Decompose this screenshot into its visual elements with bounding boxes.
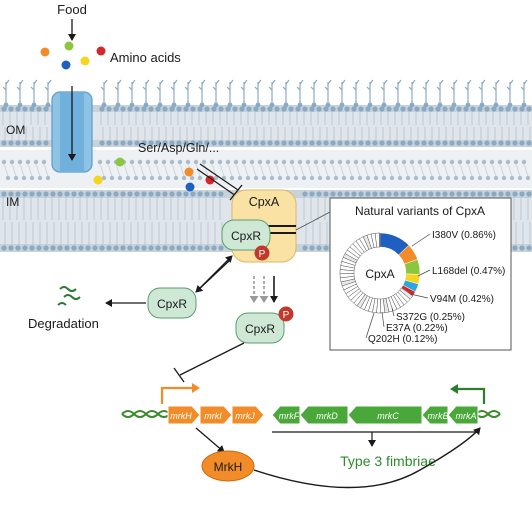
cpxa-to-cpxr-arrow bbox=[195, 259, 231, 293]
gene-label: mrkH bbox=[170, 411, 192, 421]
mrkh-activation-arrow bbox=[253, 427, 481, 489]
amino-dot bbox=[93, 175, 103, 185]
gene-arrow bbox=[271, 405, 301, 425]
type3-fimbriae-label: Type 3 fimbriae bbox=[340, 453, 436, 469]
amino-dot bbox=[205, 175, 215, 185]
variant-leader-line bbox=[391, 307, 395, 317]
amino-dot bbox=[64, 41, 74, 51]
im-label: IM bbox=[6, 195, 19, 209]
variant-label: I380V (0.86%) bbox=[432, 230, 496, 241]
cpxa-label: CpxA bbox=[249, 195, 280, 209]
inset-title: Natural variants of CpxA bbox=[355, 204, 485, 218]
phospho-label-2: P bbox=[283, 310, 290, 321]
gene-arrow bbox=[299, 405, 349, 425]
gene-label: mrkD bbox=[316, 411, 338, 421]
orange-promoter bbox=[160, 386, 194, 404]
inset-connector bbox=[295, 211, 331, 231]
phospho-label: P bbox=[259, 249, 266, 260]
gene-label: mrkA bbox=[456, 411, 477, 421]
gene-arrow bbox=[231, 405, 265, 425]
amino-dot bbox=[96, 46, 106, 56]
variant-label: L168del (0.47%) bbox=[432, 266, 505, 277]
gene-label: mrkC bbox=[377, 411, 399, 421]
green-promoter bbox=[456, 387, 486, 404]
cpxr-bound-label: CpxR bbox=[231, 229, 261, 243]
amino-dot bbox=[40, 47, 50, 57]
gene-label: mrkI bbox=[204, 411, 222, 421]
cpxr-p-label: CpxR bbox=[245, 322, 275, 336]
degradation-squiggles bbox=[57, 286, 81, 306]
cpxr-phosphorylated: CpxR P bbox=[235, 306, 294, 344]
dna-strand bbox=[475, 410, 501, 418]
repression-line bbox=[173, 342, 245, 383]
gene-arrow bbox=[167, 405, 201, 425]
dna-strand bbox=[121, 410, 171, 418]
inhibition-lines bbox=[196, 163, 243, 201]
variant-leader-line bbox=[417, 269, 431, 277]
food-label: Food bbox=[57, 2, 87, 17]
orange-promoter-head bbox=[192, 383, 200, 393]
amino-acids-label: Amino acids bbox=[110, 50, 181, 65]
variant-label: E37A (0.22%) bbox=[386, 323, 448, 334]
gene-label: mrkB bbox=[428, 411, 449, 421]
gene-arrow bbox=[447, 405, 479, 425]
variant-donut bbox=[339, 232, 421, 314]
donut-center-label: CpxA bbox=[365, 267, 394, 281]
variant-leader-line bbox=[381, 311, 385, 328]
om-label: OM bbox=[6, 123, 25, 137]
mrkh-gene-to-protein-arrow bbox=[195, 427, 225, 453]
gene-arrow bbox=[347, 405, 423, 425]
lps-layer bbox=[2, 79, 528, 108]
amino-dot bbox=[184, 167, 194, 177]
gene-label: mrkF bbox=[279, 411, 300, 421]
amino-dot bbox=[61, 60, 71, 70]
amino-dot bbox=[115, 157, 125, 167]
degradation-label: Degradation bbox=[28, 316, 99, 331]
operon-bracket bbox=[272, 431, 476, 447]
gene-label: mrkJ bbox=[235, 411, 255, 421]
cpxr-free: CpxR bbox=[147, 287, 197, 319]
ser-asp-label: Ser/Asp/Gln/... bbox=[138, 141, 219, 155]
gene-arrow bbox=[421, 405, 449, 425]
variant-label: S372G (0.25%) bbox=[396, 312, 465, 323]
variant-label: V94M (0.42%) bbox=[430, 294, 494, 305]
variant-label: Q202H (0.12%) bbox=[368, 334, 437, 345]
cpxr-free-label: CpxR bbox=[157, 297, 187, 311]
green-promoter-head bbox=[450, 384, 458, 394]
variant-leader-line bbox=[409, 293, 429, 299]
phospho-badge: P bbox=[254, 245, 270, 261]
cpxr-bound: CpxR bbox=[221, 219, 271, 251]
mrkh-protein: MrkH bbox=[201, 450, 255, 482]
donut-minor-segment bbox=[379, 232, 381, 248]
gene-arrow bbox=[199, 405, 233, 425]
amino-dot bbox=[185, 182, 195, 192]
mrkh-label: MrkH bbox=[214, 460, 243, 474]
variant-leader-line bbox=[411, 233, 431, 247]
variants-inset: Natural variants of CpxA CpxA I380V (0.8… bbox=[329, 197, 512, 351]
variant-leader-line bbox=[365, 312, 375, 339]
amino-dot bbox=[80, 56, 90, 66]
